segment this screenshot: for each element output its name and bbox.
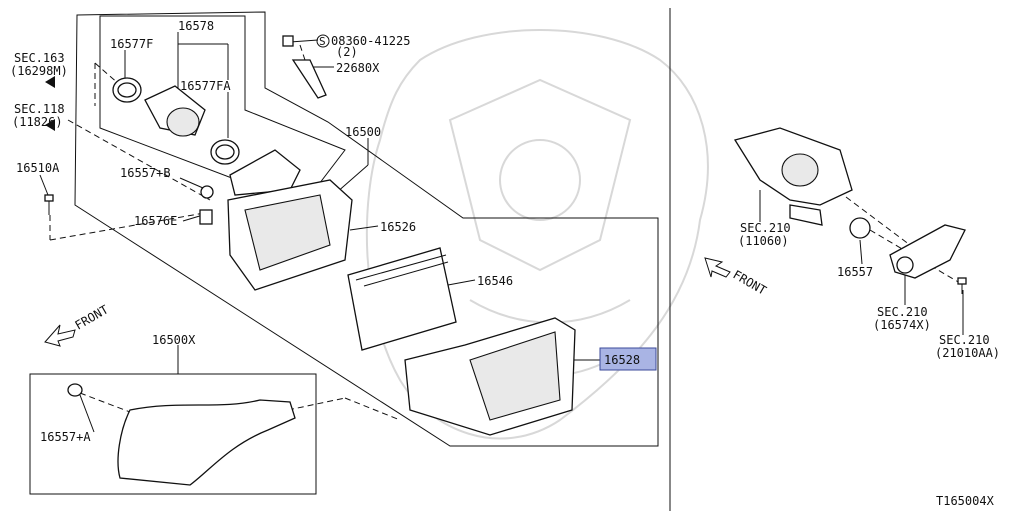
label-22680X: 22680X (336, 61, 380, 75)
label-sec118-sub: (11826) (12, 115, 63, 129)
diagram-id: T165004X (936, 494, 995, 508)
resonator (229, 149, 301, 196)
bracket-16576E (199, 209, 213, 225)
label-sec210a-sub: (11060) (738, 234, 789, 248)
clamp-16577FA (210, 139, 240, 165)
label-16546: 16546 (477, 274, 513, 288)
grommet-16557B (200, 185, 214, 199)
clamp-16577F (112, 77, 142, 103)
label-sec118: SEC.118 (14, 102, 65, 116)
air-cleaner-lower-16528 (404, 317, 576, 436)
label-16557: 16557 (837, 265, 873, 279)
duct-16578 (144, 85, 206, 137)
label-16578: 16578 (178, 19, 214, 33)
label-16500X: 16500X (152, 333, 196, 347)
label-16510A: 16510A (16, 161, 60, 175)
front-arrow-left: FRONT (44, 302, 111, 347)
bolt-21010AA (957, 277, 967, 294)
label-sec163-sub: (16298M) (10, 64, 68, 78)
highlight-16528 (599, 347, 657, 371)
label-16526: 16526 (380, 220, 416, 234)
front-label-left: FRONT (73, 302, 111, 332)
label-16500: 16500 (345, 125, 381, 139)
assembly-outline-16500 (74, 11, 659, 447)
sec163-arrow (45, 76, 55, 88)
label-sec163: SEC.163 (14, 51, 65, 65)
bracket-16574X (889, 224, 966, 279)
sec118-arrow (45, 119, 55, 131)
label-16576E: 16576E (134, 214, 177, 228)
s-mark-circle (316, 34, 330, 48)
sensor-22680X (282, 35, 327, 99)
label-sec210c-sub: (21010AA) (935, 346, 1000, 360)
front-label-right: FRONT (731, 267, 769, 297)
label-sec210b-sub: (16574X) (873, 318, 931, 332)
label-16577F: 16577F (110, 37, 153, 51)
label-08360-41225: 08360-41225 (331, 34, 410, 48)
filter-element-16546 (347, 247, 457, 351)
label-16577FA: 16577FA (180, 79, 231, 93)
front-arrow-right: FRONT (704, 257, 769, 298)
bolt-16510A (44, 194, 54, 215)
label-16528: 16528 (604, 353, 640, 367)
hose-16500X (67, 383, 296, 486)
label-08360-qty: (2) (336, 45, 358, 59)
water-outlet-11060 (733, 127, 853, 226)
grommet-16557 (849, 217, 871, 239)
assembly-outline-16578 (99, 15, 346, 206)
label-16557A: 16557+A (40, 430, 91, 444)
label-sec210a: SEC.210 (740, 221, 791, 235)
box-16500X (29, 373, 317, 495)
air-cleaner-upper-16526 (227, 179, 353, 291)
label-16557B: 16557+B (120, 166, 171, 180)
label-sec210c: SEC.210 (939, 333, 990, 347)
label-s-mark: S (319, 35, 326, 48)
label-sec210b: SEC.210 (877, 305, 928, 319)
